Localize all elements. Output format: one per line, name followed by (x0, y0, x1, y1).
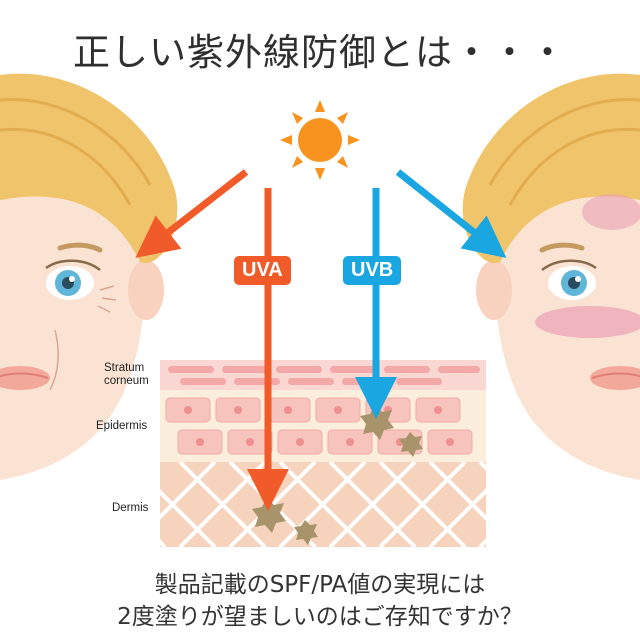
page-title: 正しい紫外線防御とは・・・ (73, 31, 567, 74)
caption-line-2: 2度塗りが望ましいのはご存知ですか？ (117, 604, 523, 630)
right-face (462, 73, 640, 480)
skin-layers (160, 360, 486, 547)
uvb-label: UVB (343, 256, 402, 285)
dermis-label: Dermis (112, 502, 149, 514)
uva-arrows (135, 169, 289, 511)
caption-line-1: 製品記載のSPF/PA値の実現には (154, 572, 486, 598)
epidermis-label: Epidermis (96, 420, 148, 432)
left-face (0, 73, 178, 480)
uvb-arrows (355, 169, 507, 419)
stratum-corneum-label: Stratum corneum (104, 362, 149, 387)
uva-label: UVA (234, 256, 291, 285)
sun-icon (280, 100, 360, 180)
